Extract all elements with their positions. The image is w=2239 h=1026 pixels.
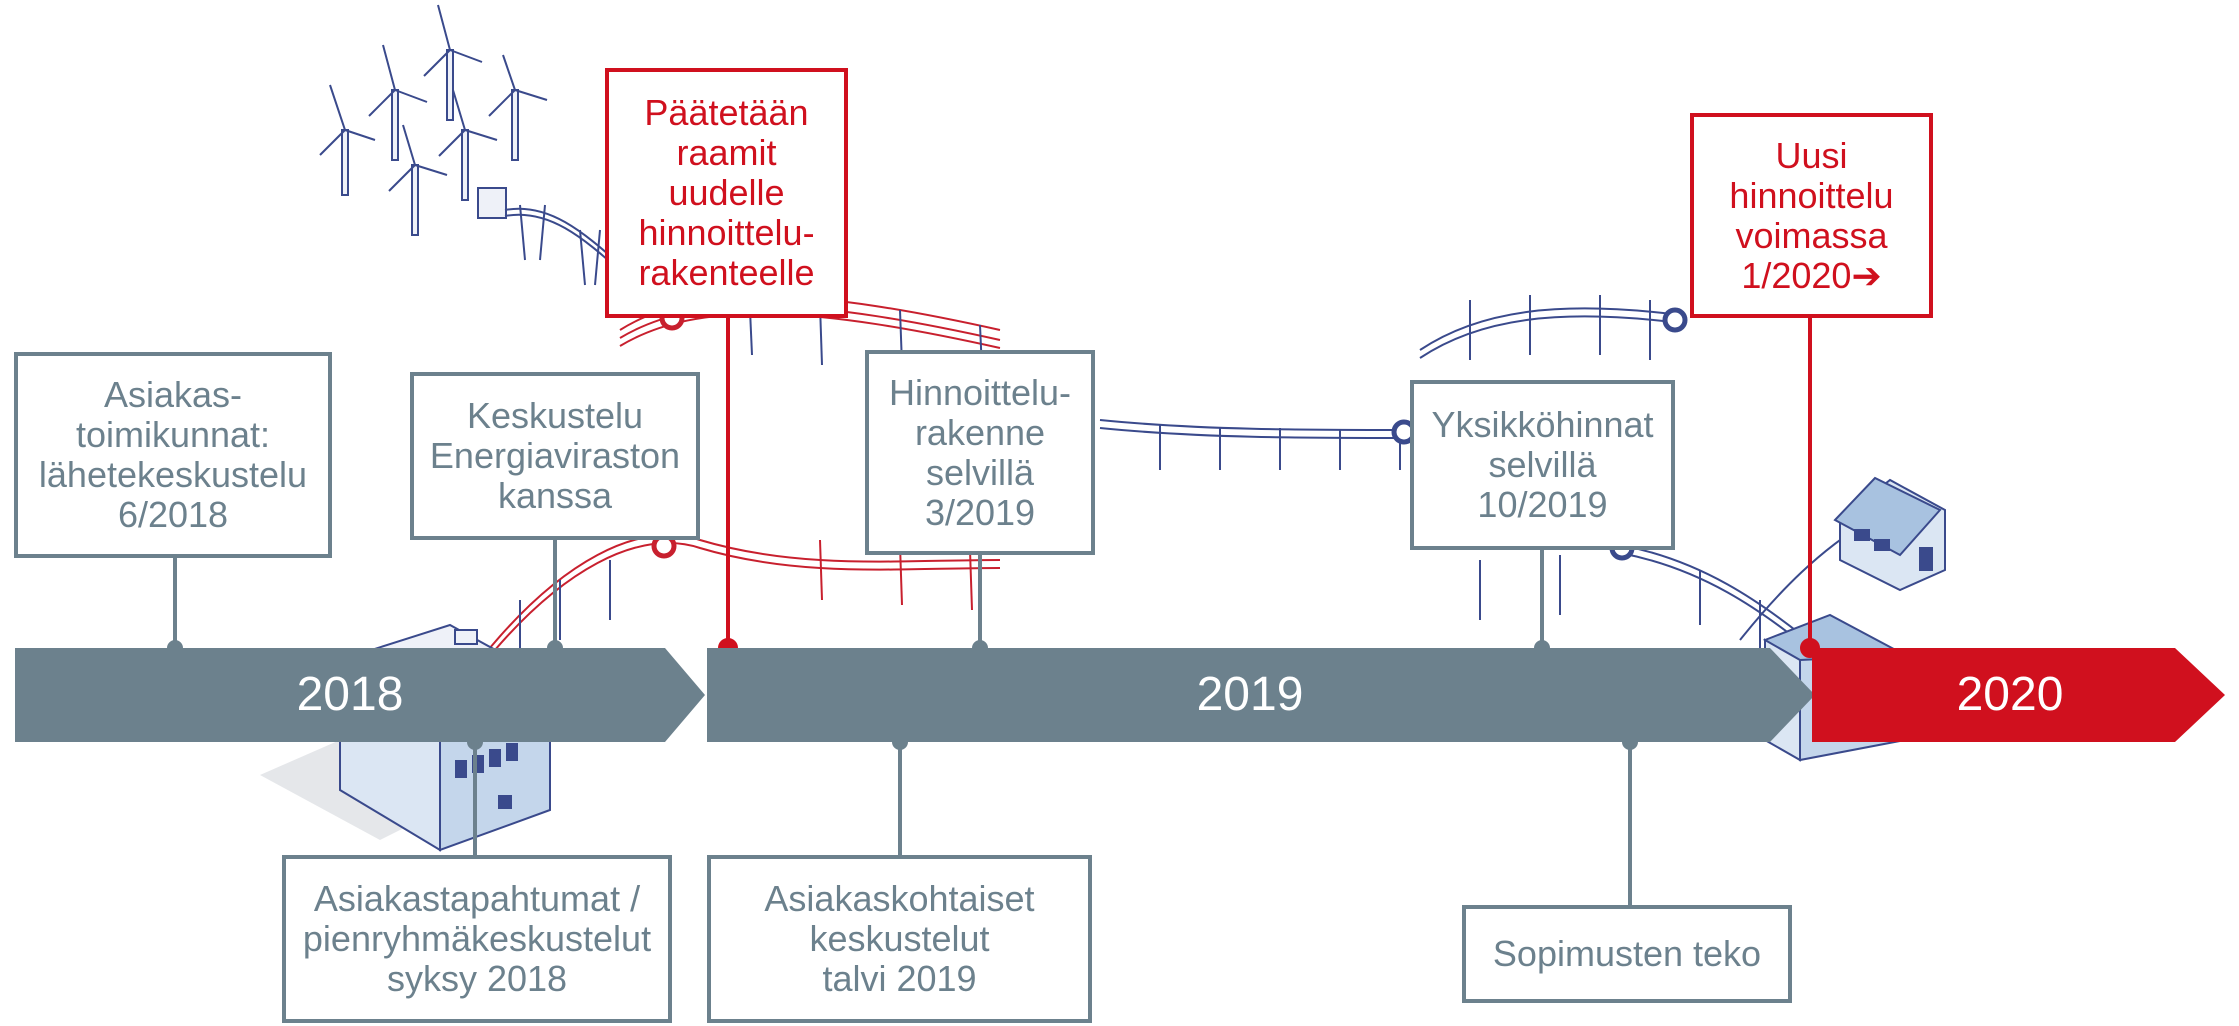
wind-turbine-group [319, 4, 548, 236]
milestone-yksikkohinnat: Yksikköhinnat selvillä 10/2019 [1410, 380, 1675, 550]
milestone-paatetaan-raamit: Päätetään raamit uudelle hinnoittelu- ra… [605, 68, 848, 318]
milestone-asiakastapahtumat: Asiakastapahtumat / pienryhmäkeskustelut… [282, 855, 672, 1023]
milestone-hinnoittelurakenne: Hinnoittelu- rakenne selvillä 3/2019 [865, 350, 1095, 555]
year-label-2019: 2019 [1196, 668, 1304, 721]
rooftop-unit [454, 629, 478, 645]
timeline-bar [15, 648, 2225, 742]
wind-turbine-icon [388, 124, 448, 236]
milestone-asiakastoimikunnat: Asiakas- toimikunnat: lähetekeskustelu 6… [14, 352, 332, 558]
milestone-keskustelu-energiavirasto: Keskustelu Energiaviraston kanssa [410, 372, 700, 540]
transformer-icon [477, 187, 507, 219]
timeline-segment-2019 [707, 648, 1815, 742]
milestone-uusi-hinnoittelu: Uusi hinnoittelu voimassa 1/2020➔ [1690, 113, 1933, 318]
year-label-2020: 2020 [1956, 668, 2064, 721]
wind-turbine-icon [368, 44, 428, 161]
timeline-segment-2018 [15, 648, 705, 742]
wind-turbine-icon [319, 84, 376, 196]
wind-turbine-icon [488, 54, 548, 161]
timeline-segment-2020 [1812, 648, 2225, 742]
wind-turbine-icon [438, 89, 498, 201]
milestone-sopimusten-teko: Sopimusten teko [1462, 905, 1792, 1003]
power-line-icon [479, 204, 1871, 669]
wind-turbine-icon [423, 4, 483, 121]
house-icon [1833, 476, 1946, 592]
milestone-asiakaskohtaiset: Asiakaskohtaiset keskustelut talvi 2019 [707, 855, 1092, 1023]
year-label-2018: 2018 [296, 668, 404, 721]
